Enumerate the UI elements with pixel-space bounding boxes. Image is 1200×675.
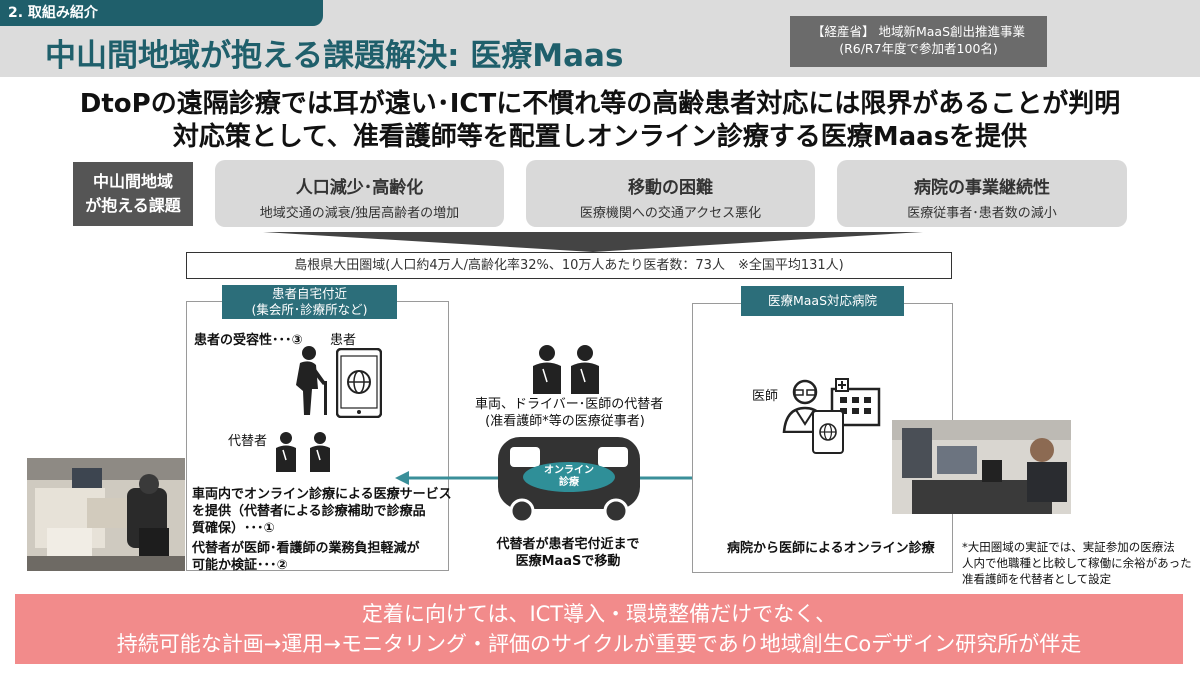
issue-sub: 地域交通の減衰/独居高齢者の増加 [259,206,460,221]
headline-line2: 対応策として、准看護師等を配置しオンライン診療する医療Maasを提供 [172,122,1028,152]
proxy-label: 代替者 [228,434,268,449]
slide-title: 中山間地域が抱える課題解決: 医療Maas [45,38,624,74]
issue-card-population: 人口減少･高齢化 地域交通の減衰/独居高齢者の増加 [215,160,504,227]
right-caption: 病院から医師によるオンライン診療 [727,541,935,556]
burden-text: 代替者が医師･看護師の業務負担軽減が 可能か検証･･･② [192,540,420,574]
left-panel-head: 患者自宅付近 (集会所･診療所など) [222,285,397,319]
burden-line2: 可能か検証･･･② [192,558,288,573]
issue-title: 移動の困難 [628,178,713,198]
headline-line1: DtoPの遠隔診療では耳が遠い･ICTに不慣れ等の高齢患者対応には限界があること… [79,89,1121,119]
staff-line1: 車両、ドライバー･医師の代替者 [475,397,664,412]
right-panel-head: 医療MaaS対応病院 [741,286,904,316]
service-line1: 車両内でオンライン診療による医療サービス [192,487,452,502]
footer-line2: 持続可能な計画→運用→モニタリング・評価のサイクルが重要であり地域創生Coデザイ… [116,632,1082,656]
tablet-small-icon [812,410,844,454]
doctor-label: 医師 [752,389,779,404]
footnote: *大田圏域の実証では、実証参加の医療法 人内で他職種と比較して稼働に余裕があった… [962,539,1192,587]
footer-line1: 定着に向けては、ICT導入・環境整備だけでなく、 [361,602,837,626]
program-line1: 【経産省】 地域新MaaS創出推進事業 [811,24,1025,39]
burden-line1: 代替者が医師･看護師の業務負担軽減が [192,541,420,556]
online-consult-badge: オンライン 診療 [523,462,615,492]
note-line1: *大田圏域の実証では、実証参加の医療法 [962,540,1175,554]
down-chevron-icon [263,232,923,252]
note-line3: 准看護師を代替者として設定 [962,572,1112,586]
acceptance-label: 患者の受容性･･･③ [194,333,303,348]
section-tab: 2. 取組み紹介 [0,0,323,26]
staff-line2: (准看護師*等の医療従事者) [485,414,645,429]
issue-title: 病院の事業継続性 [914,178,1050,198]
move-line1: 代替者が患者宅付近まで [496,537,640,552]
left-head-line2: (集会所･診療所など) [251,302,368,317]
staff-caption: 車両、ドライバー･医師の代替者 (准看護師*等の医療従事者) [475,396,664,430]
left-head-line1: 患者自宅付近 [271,286,347,301]
region-info: 島根県大田圏域(人口約4万人/高齢化率32%、10万人あたり医者数：73人 ※全… [186,252,952,279]
issue-card-mobility: 移動の困難 医療機関への交通アクセス悪化 [526,160,815,227]
vehicle-interior-photo [27,458,185,571]
issue-title: 人口減少･高齢化 [295,178,424,198]
service-line3: 質確保）･･･① [192,521,275,536]
issues-label-line1: 中山間地域 [92,172,173,191]
tablet-icon [336,348,382,418]
patient-label: 患者 [330,333,357,348]
elderly-person-icon [296,346,327,415]
headline: DtoPの遠隔診療では耳が遠い･ICTに不慣れ等の高齢患者対応には限界があること… [0,88,1200,154]
issue-sub: 医療機関への交通アクセス悪化 [579,206,762,221]
service-line2: を提供（代替者による診療補助で診療品 [192,504,426,519]
move-caption: 代替者が患者宅付近まで 医療MaaSで移動 [488,536,648,570]
service-text: 車両内でオンライン診療による医療サービス を提供（代替者による診療補助で診療品 … [192,486,452,537]
note-line2: 人内で他職種と比較して稼働に余裕があった [962,556,1192,570]
issue-sub: 医療従事者･患者数の減小 [907,206,1057,221]
move-line2: 医療MaaSで移動 [515,554,621,569]
bus-badge-line1: オンライン [544,465,594,476]
issues-label-line2: が抱える課題 [85,196,181,215]
proxy-staff-icon [276,432,330,472]
footer-banner: 定着に向けては、ICT導入・環境整備だけでなく、 持続可能な計画→運用→モニタリ… [15,594,1183,664]
issues-label: 中山間地域 が抱える課題 [73,162,193,226]
staff-pair-icon [533,345,599,394]
issue-card-hospital: 病院の事業継続性 医療従事者･患者数の減小 [837,160,1127,227]
program-badge: 【経産省】 地域新MaaS創出推進事業 (R6/R7年度で参加者100名) [790,16,1047,67]
program-line2: (R6/R7年度で参加者100名) [839,41,998,56]
hospital-room-photo [892,420,1071,514]
bus-badge-line2: 診療 [559,477,579,488]
